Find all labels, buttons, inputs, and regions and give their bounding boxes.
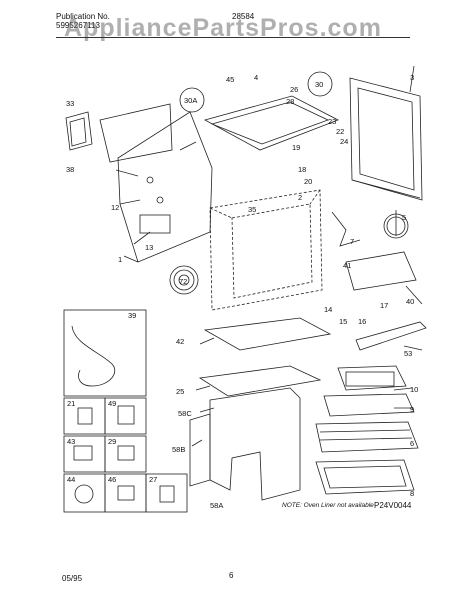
- callout-22: 22: [336, 127, 344, 136]
- callout-27: 27: [149, 475, 157, 484]
- callout-53: 53: [404, 349, 412, 358]
- footer-date: 05/95: [62, 574, 83, 583]
- back-panel: [117, 111, 213, 263]
- page-number: 6: [229, 571, 234, 580]
- figure-code: P24V0044: [374, 501, 412, 510]
- storage-drawer: [315, 459, 415, 495]
- callout-8: 8: [410, 489, 414, 498]
- callout-circle-72: [169, 265, 199, 295]
- callout-41: 41: [343, 261, 351, 270]
- callout-1: 1: [118, 255, 122, 264]
- burner-knob: [173, 269, 195, 291]
- callout-29: 29: [108, 437, 116, 446]
- callout-15: 15: [339, 317, 347, 326]
- oven-insulation-block: [189, 387, 301, 501]
- oven-liner-note: NOTE: Oven Liner not available: [282, 502, 374, 509]
- callout-24: 24: [340, 137, 348, 146]
- callout-39: 39: [128, 311, 136, 320]
- oven-rack-6: [315, 421, 419, 453]
- callout-2: 2: [298, 193, 302, 202]
- model-number: 28584: [232, 12, 255, 21]
- part-callouts: 33 38 12 13 1 45 4 30A 30 26 28 23 22 24…: [66, 73, 418, 510]
- part-33-box: [65, 111, 93, 151]
- callout-10: 10: [410, 385, 418, 394]
- callout-9: 9: [410, 405, 414, 414]
- callout-35: 35: [248, 205, 256, 214]
- callout-40: 40: [406, 297, 414, 306]
- callout-12: 12: [111, 203, 119, 212]
- oven-floor-panel: [198, 365, 322, 397]
- callout-42: 42: [176, 337, 184, 346]
- small-part-icons: [73, 405, 175, 504]
- callout-44: 44: [67, 475, 75, 484]
- callout-58A: 58A: [210, 501, 223, 510]
- door-panel: [349, 77, 423, 201]
- callout-30A: 30A: [184, 96, 197, 105]
- cooktop-frame: [203, 95, 339, 151]
- callout-33: 33: [66, 99, 74, 108]
- callout-13: 13: [145, 243, 153, 252]
- callout-21: 21: [67, 399, 75, 408]
- oven-cavity: [209, 189, 323, 311]
- callout-7: 7: [350, 237, 354, 246]
- callout-72: 72: [179, 277, 187, 286]
- callout-58C: 58C: [178, 409, 192, 418]
- power-cord-box: [63, 309, 147, 397]
- broiler-pan: [337, 365, 407, 391]
- oven-rack-9: [323, 393, 415, 417]
- callout-46: 46: [108, 475, 116, 484]
- callout-28: 28: [286, 97, 294, 106]
- callout-25: 25: [176, 387, 184, 396]
- callout-17: 17: [380, 301, 388, 310]
- callout-38: 38: [66, 165, 74, 174]
- callout-19: 19: [292, 143, 300, 152]
- callout-16: 16: [358, 317, 366, 326]
- header-rule: [56, 37, 410, 38]
- callout-3: 3: [410, 73, 414, 82]
- callout-5: 5: [402, 213, 406, 222]
- callout-30: 30: [315, 80, 323, 89]
- small-parts-grid: [63, 309, 188, 513]
- power-cord-icon: [71, 325, 116, 387]
- callout-14: 14: [324, 305, 332, 314]
- callout-circle-30A: [179, 87, 205, 113]
- publication-number: 5995267113: [56, 21, 100, 30]
- bracket-40: [345, 251, 417, 291]
- publication-label: Publication No.: [56, 12, 110, 21]
- callout-26: 26: [290, 85, 298, 94]
- callout-43: 43: [67, 437, 75, 446]
- igniter: [331, 211, 361, 247]
- callout-18: 18: [298, 165, 306, 174]
- callout-circle-5: [383, 213, 409, 239]
- callout-49: 49: [108, 399, 116, 408]
- drawer-rail: [355, 321, 427, 351]
- callout-58B: 58B: [172, 445, 185, 454]
- callout-20: 20: [304, 177, 312, 186]
- callout-6: 6: [410, 439, 414, 448]
- callout-45: 45: [226, 75, 234, 84]
- rear-bracket: [99, 103, 173, 163]
- callout-23: 23: [328, 117, 336, 126]
- callout-circle-30: [307, 71, 333, 97]
- oven-bottom-panel: [203, 317, 332, 351]
- callout-4: 4: [254, 73, 258, 82]
